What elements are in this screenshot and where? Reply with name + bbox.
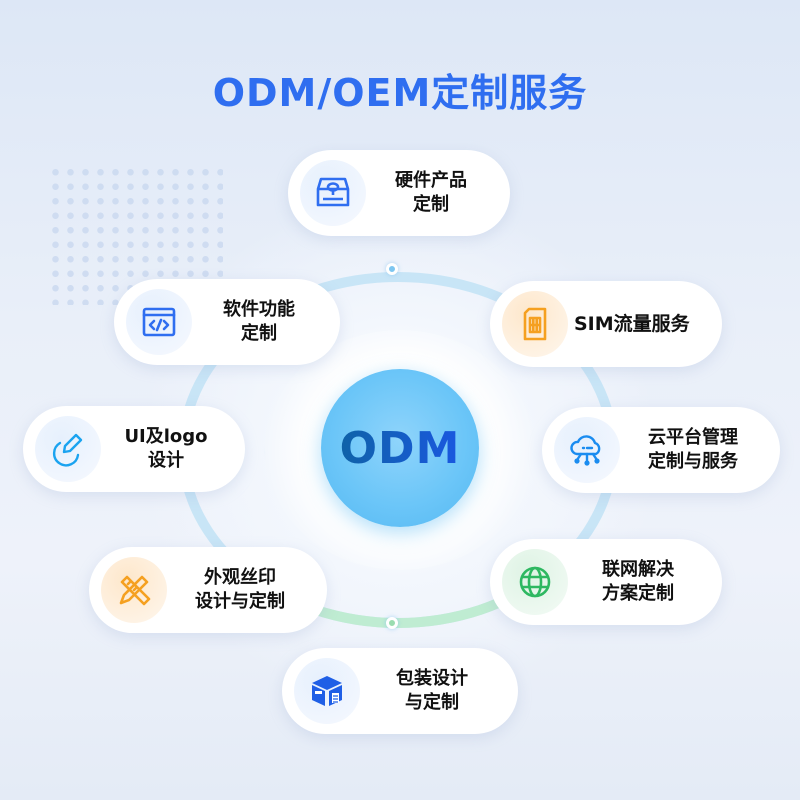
hardware-drive-icon — [300, 160, 366, 226]
service-card-hardware[interactable]: 硬件产品定制 — [288, 150, 510, 236]
service-card-appearance[interactable]: 外观丝印设计与定制 — [89, 547, 327, 633]
service-title-line1: 包装设计 — [396, 668, 468, 689]
service-title-line2: 设计 — [148, 450, 184, 471]
service-title-line2: 定制 — [413, 194, 449, 215]
service-title-line2: 方案定制 — [602, 583, 674, 604]
service-title-line1: UI及logo — [124, 426, 208, 447]
cloud-network-icon — [554, 417, 620, 483]
center-label: ODM — [339, 422, 461, 474]
globe-icon — [502, 549, 568, 615]
service-card-package[interactable]: 包装设计与定制 — [282, 648, 518, 734]
service-card-network[interactable]: 联网解决方案定制 — [490, 539, 722, 625]
orbit-ring-green-arc — [178, 272, 618, 628]
sim-card-icon — [502, 291, 568, 357]
orbit-knob-top — [386, 263, 398, 275]
service-title-line1: SIM流量服务 — [574, 313, 690, 335]
orbit-knob-bottom — [386, 617, 398, 629]
pen-design-icon — [35, 416, 101, 482]
service-title-line1: 云平台管理 — [648, 427, 738, 448]
service-title-line1: 联网解决 — [602, 559, 674, 580]
code-window-icon — [126, 289, 192, 355]
service-title-line2: 与定制 — [405, 692, 459, 713]
service-title-line1: 软件功能 — [223, 299, 295, 320]
service-card-ui-logo[interactable]: UI及logo 设计 — [23, 406, 245, 492]
service-title-line2: 设计与定制 — [195, 591, 285, 612]
service-title-line2: 定制 — [241, 323, 277, 344]
package-box-icon — [294, 658, 360, 724]
service-card-sim[interactable]: SIM流量服务 — [490, 281, 722, 367]
page-title: ODM/OEM定制服务 — [212, 71, 588, 115]
service-title-line1: 外观丝印 — [204, 567, 276, 588]
service-title-line1: 硬件产品 — [395, 170, 467, 191]
service-card-cloud[interactable]: 云平台管理定制与服务 — [542, 407, 780, 493]
service-title-line2: 定制与服务 — [648, 451, 738, 472]
service-card-software[interactable]: 软件功能定制 — [114, 279, 340, 365]
center-odm-badge: ODM — [321, 369, 479, 527]
ruler-pencil-icon — [101, 557, 167, 623]
